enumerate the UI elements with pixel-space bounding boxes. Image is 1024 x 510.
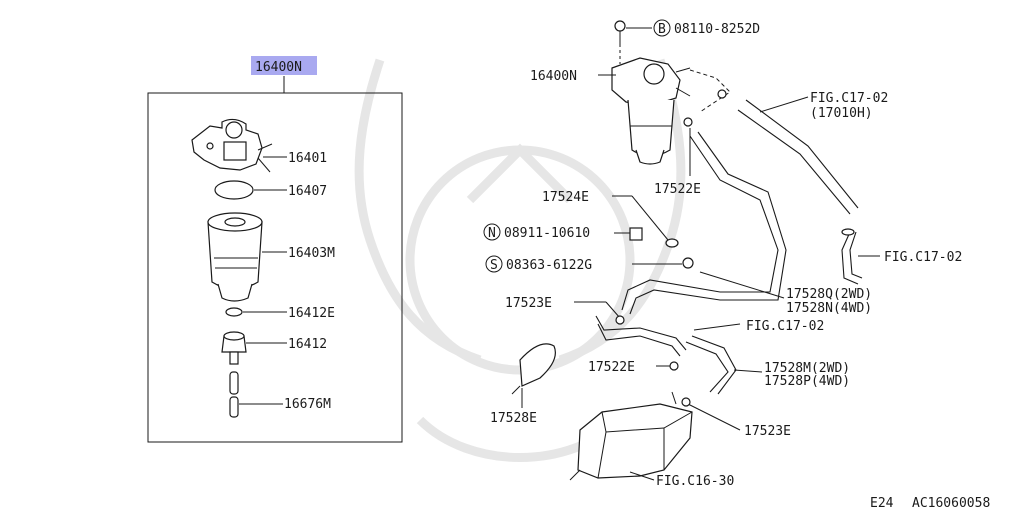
part-label-16401[interactable]: 16401 bbox=[288, 151, 327, 166]
filter-element-part bbox=[207, 212, 263, 302]
part-label-17528m[interactable]: 17528M(2WD) bbox=[764, 361, 850, 376]
part-label-17528q[interactable]: 17528Q(2WD) bbox=[786, 287, 872, 302]
part-label-17523e-lower[interactable]: 17523E bbox=[744, 424, 791, 439]
part-label-17522e-top[interactable]: 17522E bbox=[654, 182, 701, 197]
part-label-17528e[interactable]: 17528E bbox=[490, 411, 537, 426]
fig-ref-top-sub: (17010H) bbox=[810, 106, 873, 121]
bolt-part bbox=[614, 20, 626, 44]
part-label-08911-10610[interactable]: 08911-10610 bbox=[504, 226, 590, 241]
drain-sensor-part bbox=[221, 331, 247, 365]
bolt-circle-marker bbox=[653, 19, 671, 37]
hose-piece-upper bbox=[229, 371, 239, 395]
fig-ref-top[interactable]: FIG.C17-02 bbox=[810, 91, 888, 106]
part-label-17523e-mid[interactable]: 17523E bbox=[505, 296, 552, 311]
part-label-16407[interactable]: 16407 bbox=[288, 184, 327, 199]
screw-part bbox=[682, 257, 694, 269]
nut-circle-marker bbox=[483, 223, 501, 241]
part-label-08363-6122g[interactable]: 08363-6122G bbox=[506, 258, 592, 273]
o-ring-part bbox=[214, 180, 254, 200]
footer-code: AC16060058 bbox=[912, 496, 990, 510]
fig-ref-right[interactable]: FIG.C17-02 bbox=[884, 250, 962, 265]
filter-assembly-part bbox=[611, 44, 731, 165]
bolt-circle-letter: B bbox=[658, 22, 666, 37]
part-label-17524e[interactable]: 17524E bbox=[542, 190, 589, 205]
seal-part bbox=[225, 307, 243, 317]
part-label-16412e[interactable]: 16412E bbox=[288, 306, 335, 321]
clamp-17524e-part bbox=[665, 238, 679, 248]
left-panel-frame bbox=[147, 92, 403, 443]
part-label-16676m[interactable]: 16676M bbox=[284, 397, 331, 412]
nut-part bbox=[629, 227, 643, 241]
part-label-17528n[interactable]: 17528N(4WD) bbox=[786, 301, 872, 316]
part-label-17528p[interactable]: 17528P(4WD) bbox=[764, 374, 850, 389]
left-panel-title-highlight bbox=[251, 56, 317, 75]
canister-part bbox=[569, 391, 693, 481]
part-label-16412[interactable]: 16412 bbox=[288, 337, 327, 352]
screw-circle-letter: S bbox=[490, 258, 498, 273]
left-panel-title[interactable]: 16400N bbox=[255, 60, 302, 75]
filter-head-part bbox=[191, 118, 273, 173]
footer-section: E24 bbox=[870, 496, 894, 510]
cable-tie-part bbox=[511, 343, 556, 395]
fig-ref-mid[interactable]: FIG.C17-02 bbox=[746, 319, 824, 334]
nut-circle-letter: N bbox=[488, 226, 496, 241]
fig-ref-bottom[interactable]: FIG.C16-30 bbox=[656, 474, 734, 489]
part-label-16403m[interactable]: 16403M bbox=[288, 246, 335, 261]
hose-piece-lower bbox=[229, 396, 239, 418]
assembly-label-16400n[interactable]: 16400N bbox=[530, 69, 577, 84]
part-label-17522e-lower[interactable]: 17522E bbox=[588, 360, 635, 375]
part-label-08110-8252d[interactable]: 08110-8252D bbox=[674, 22, 760, 37]
screw-circle-marker bbox=[485, 255, 503, 273]
